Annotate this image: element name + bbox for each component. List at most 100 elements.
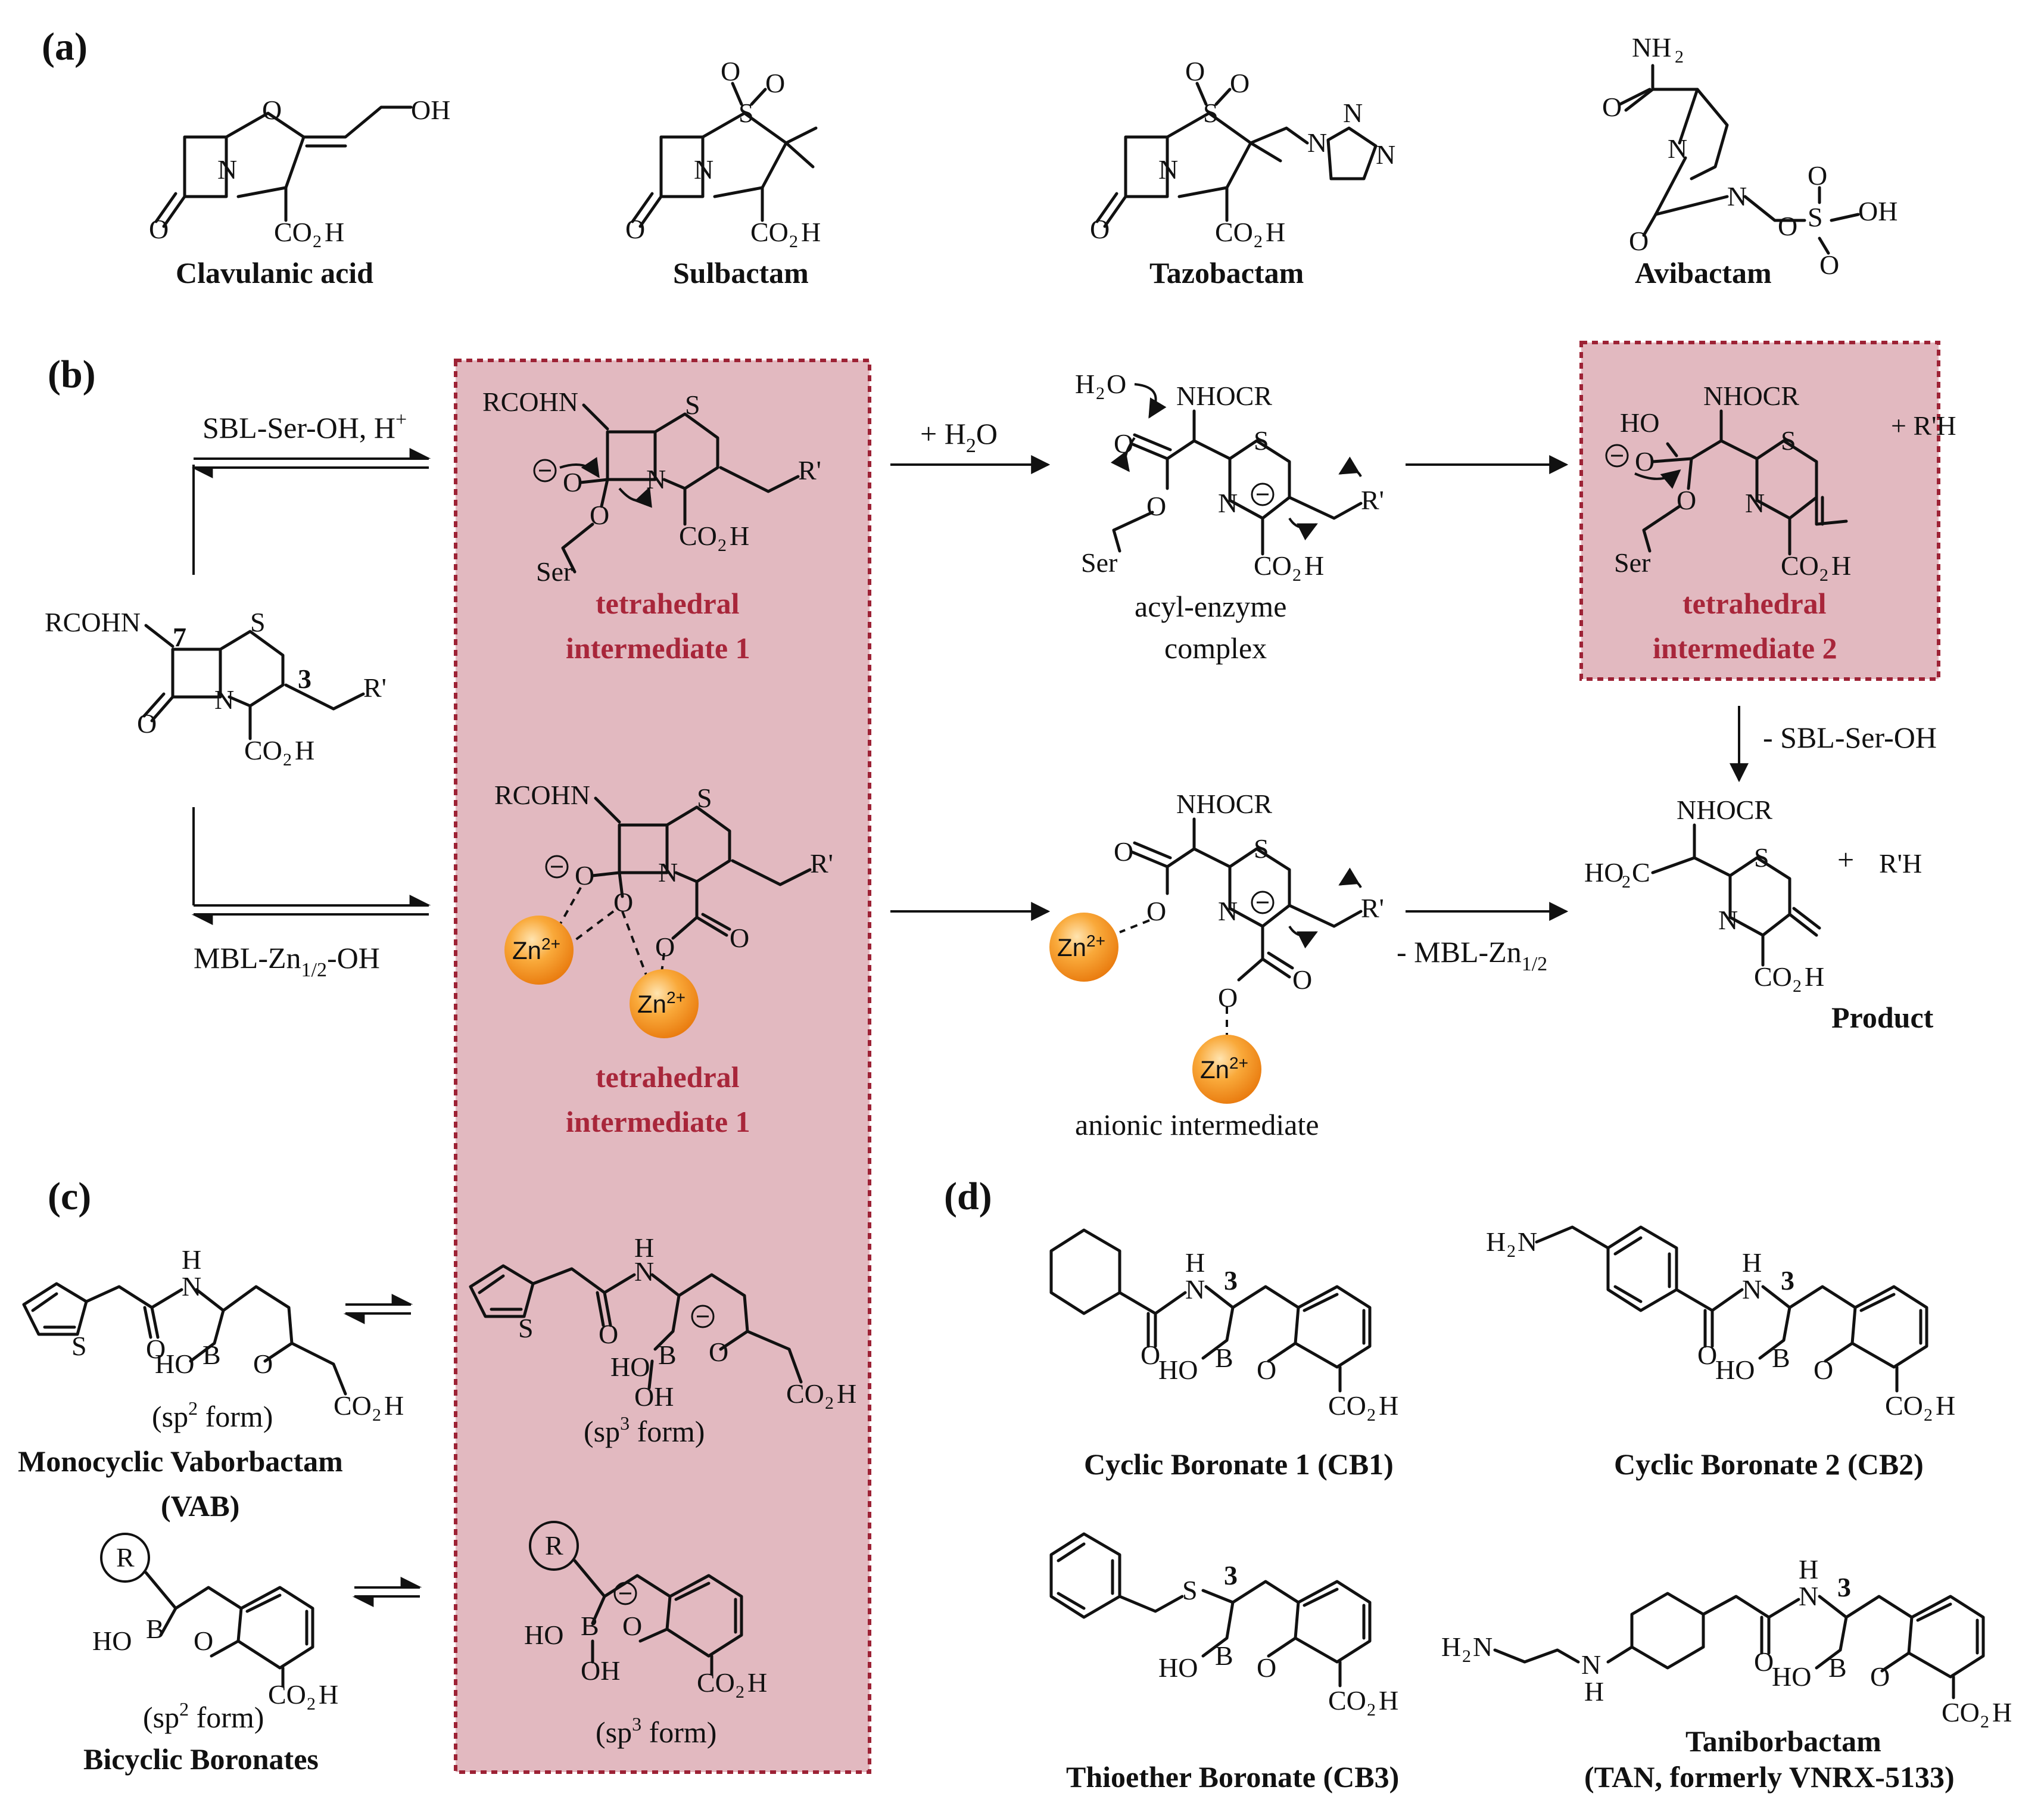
svg-text:R': R' xyxy=(1361,893,1384,923)
svg-text:O: O xyxy=(1819,250,1839,280)
svg-text:N: N xyxy=(1742,1274,1762,1305)
svg-text:S: S xyxy=(250,607,266,637)
label-vab-sp2: (sp2 form) xyxy=(152,1397,273,1433)
svg-text:3: 3 xyxy=(1224,1265,1238,1296)
svg-text:O: O xyxy=(1697,1340,1717,1370)
svg-text:Ser: Ser xyxy=(536,556,572,587)
svg-text:N: N xyxy=(1727,181,1747,211)
svg-text:H: H xyxy=(801,217,821,247)
svg-text:2: 2 xyxy=(307,1694,316,1714)
label-acyl-2: complex xyxy=(1164,631,1267,665)
svg-text:2: 2 xyxy=(1980,1712,1989,1732)
svg-text:2: 2 xyxy=(718,536,727,555)
label-cb2: Cyclic Boronate 2 (CB2) xyxy=(1614,1447,1924,1481)
svg-text:S: S xyxy=(739,98,754,128)
svg-text:O: O xyxy=(1870,1661,1890,1692)
zinc-ion-3: Zn2+ xyxy=(1049,913,1118,982)
svg-text:OH: OH xyxy=(581,1655,620,1686)
svg-text:S: S xyxy=(518,1313,534,1343)
svg-text:CO: CO xyxy=(1885,1390,1923,1421)
svg-text:O: O xyxy=(1778,211,1797,241)
svg-text:C: C xyxy=(1632,857,1650,888)
svg-text:O: O xyxy=(1218,982,1238,1013)
svg-text:O: O xyxy=(1090,214,1110,244)
svg-text:H: H xyxy=(1185,1247,1205,1278)
svg-text:RCOHN: RCOHN xyxy=(45,607,141,637)
label-ti1-bottom-2: intermediate 1 xyxy=(566,1105,750,1138)
svg-text:O: O xyxy=(137,708,157,739)
svg-text:CO: CO xyxy=(1754,961,1792,992)
label-water: + H2O xyxy=(920,417,998,457)
structure-anionic-intermediate: NHOCR O S N O R' O O xyxy=(1114,789,1384,1039)
svg-text:2: 2 xyxy=(1622,872,1631,892)
panel-label-d: (d) xyxy=(944,1175,992,1218)
svg-text:O: O xyxy=(765,68,785,98)
svg-text:2: 2 xyxy=(1924,1405,1933,1425)
svg-text:N: N xyxy=(1799,1581,1818,1611)
label-vab-sp3: (sp3 form) xyxy=(584,1412,705,1448)
svg-text:O: O xyxy=(1677,485,1696,515)
svg-text:S: S xyxy=(1754,842,1769,873)
label-minus-sbl: - SBL-Ser-OH xyxy=(1763,721,1937,754)
label-minus-mbl: - MBL-Zn1/2 xyxy=(1397,935,1547,975)
label-rh: R'H xyxy=(1879,848,1922,879)
svg-text:2: 2 xyxy=(1254,232,1263,251)
svg-text:2: 2 xyxy=(1507,1241,1516,1261)
label-plus: + xyxy=(1837,843,1854,876)
svg-text:H: H xyxy=(730,521,749,551)
label-avibactam: Avibactam xyxy=(1635,256,1772,289)
svg-text:3: 3 xyxy=(1781,1265,1794,1296)
svg-text:CO: CO xyxy=(334,1390,372,1421)
label-tan-1: Taniborbactam xyxy=(1685,1724,1881,1758)
svg-text:H: H xyxy=(837,1378,856,1409)
svg-text:3: 3 xyxy=(298,664,311,694)
svg-text:Zn2+: Zn2+ xyxy=(637,988,686,1018)
svg-text:CO: CO xyxy=(268,1679,306,1710)
svg-text:O: O xyxy=(655,932,675,962)
svg-text:N: N xyxy=(1581,1649,1601,1680)
svg-text:2: 2 xyxy=(1819,565,1828,585)
svg-text:HO: HO xyxy=(1715,1355,1755,1385)
svg-text:N: N xyxy=(1718,905,1738,935)
label-anionic: anionic intermediate xyxy=(1075,1108,1319,1141)
svg-text:H: H xyxy=(1831,550,1851,581)
svg-text:H: H xyxy=(1266,217,1285,247)
svg-text:OH: OH xyxy=(411,95,450,125)
label-tazobactam: Tazobactam xyxy=(1149,256,1304,289)
svg-text:HO: HO xyxy=(1772,1661,1811,1692)
label-vab-2: (VAB) xyxy=(161,1489,239,1523)
svg-text:CO: CO xyxy=(1781,550,1819,581)
svg-text:NH: NH xyxy=(1632,32,1671,63)
svg-text:2: 2 xyxy=(1675,47,1684,67)
svg-text:HO: HO xyxy=(92,1626,132,1656)
svg-text:CO: CO xyxy=(1328,1390,1366,1421)
svg-text:O: O xyxy=(1185,56,1205,86)
svg-text:2: 2 xyxy=(1462,1646,1471,1666)
svg-text:O: O xyxy=(563,467,582,497)
svg-text:Ser: Ser xyxy=(1081,547,1117,578)
label-bicyclic: Bicyclic Boronates xyxy=(83,1742,319,1776)
svg-text:B: B xyxy=(1828,1652,1847,1683)
svg-text:O: O xyxy=(149,214,169,244)
svg-text:O: O xyxy=(575,860,594,891)
svg-text:CO: CO xyxy=(244,735,282,765)
svg-text:Zn2+: Zn2+ xyxy=(1057,932,1105,961)
label-sulbactam: Sulbactam xyxy=(673,256,809,289)
svg-text:NHOCR: NHOCR xyxy=(1176,789,1272,819)
svg-text:O: O xyxy=(1292,964,1312,995)
svg-text:O: O xyxy=(721,56,740,86)
svg-text:O: O xyxy=(1814,1355,1833,1385)
svg-text:CO: CO xyxy=(1215,217,1253,247)
svg-text:H: H xyxy=(325,217,344,247)
svg-text:O: O xyxy=(625,214,645,244)
svg-text:O: O xyxy=(1146,896,1166,926)
